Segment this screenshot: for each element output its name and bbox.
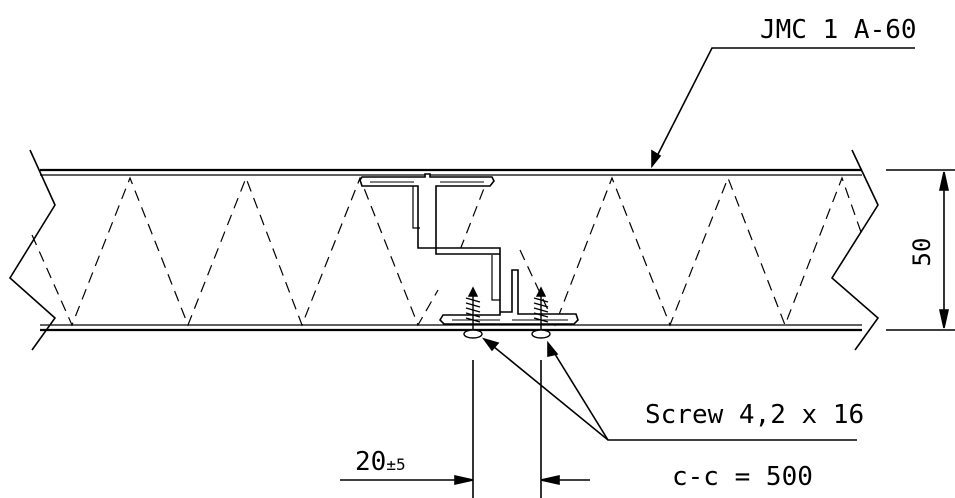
- panel-faces: [40, 168, 862, 332]
- screw-right: [531, 286, 551, 339]
- zigzag-right: [519, 176, 863, 327]
- panel-type-label: JMC 1 A-60: [760, 15, 917, 45]
- offset-dimension: [340, 360, 590, 498]
- left-break-line: [8, 149, 57, 351]
- zigzag-center: [459, 177, 489, 251]
- upper-joint-profile: [359, 173, 495, 249]
- thickness-label: 50: [908, 238, 936, 267]
- screw-leader: [481, 337, 857, 441]
- zigzag-left: [31, 176, 439, 327]
- screws: [463, 286, 551, 339]
- offset-main: 20: [355, 447, 386, 477]
- break-lines: [8, 149, 880, 351]
- right-break-line: [830, 149, 880, 351]
- spacing-label: c-c = 500: [672, 462, 813, 492]
- screw-label: Screw 4,2 x 16: [645, 400, 864, 430]
- thickness-dimension: [886, 169, 955, 331]
- core-zigzag: [31, 176, 863, 327]
- offset-tolerance: ±5: [386, 455, 405, 474]
- screw-left: [463, 286, 483, 339]
- panel-type-leader: [651, 47, 915, 169]
- joint-profiles: [359, 173, 579, 325]
- offset-label: 20±5: [355, 447, 406, 477]
- lower-joint-profile: [435, 247, 579, 325]
